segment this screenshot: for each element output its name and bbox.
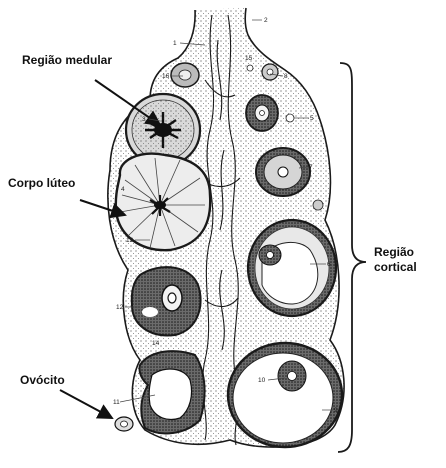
number-5: 5 <box>310 115 314 122</box>
structure-12-follicle <box>132 267 201 335</box>
ovocyte <box>115 417 133 431</box>
number-16: 16 <box>162 73 170 80</box>
number-4: 4 <box>121 186 125 193</box>
number-9: 9 <box>334 407 338 414</box>
number-11: 11 <box>113 399 120 406</box>
label-regiao-medular: Região medular <box>22 53 112 67</box>
number-10: 10 <box>258 377 266 384</box>
structure-9-mature-follicle <box>228 343 342 447</box>
label-ovocito: Ovócito <box>20 373 65 387</box>
number-1: 1 <box>173 40 177 47</box>
structure-11-ruptured-follicle <box>139 351 204 433</box>
number-3: 3 <box>142 116 146 123</box>
number-8: 8 <box>284 73 288 80</box>
label-corpo-luteo: Corpo lúteo <box>8 176 75 190</box>
number-13: 13 <box>126 237 134 244</box>
label-regiao-cortical-line2: cortical <box>374 260 417 274</box>
structure-6-antral-follicle <box>248 220 336 316</box>
number-15: 15 <box>245 55 253 62</box>
number-12: 12 <box>116 304 124 311</box>
structure-16-follicle <box>171 63 199 87</box>
number-6: 6 <box>327 261 331 268</box>
number-7: 7 <box>309 164 313 171</box>
arrow-ovocito <box>60 390 112 418</box>
structure-13-corpus-luteum <box>116 154 210 250</box>
number-14: 14 <box>152 340 160 347</box>
number-2: 2 <box>264 17 268 24</box>
label-regiao-cortical-line1: Região <box>374 245 414 259</box>
